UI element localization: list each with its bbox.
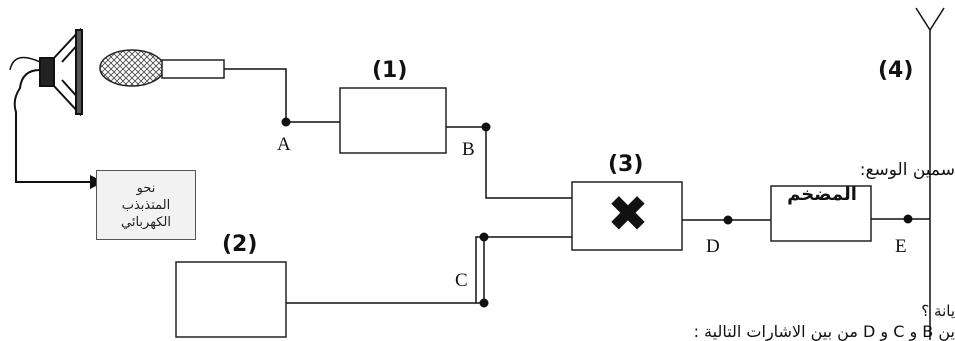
point-c-label: C (455, 270, 468, 291)
wire-b-to-mult (485, 127, 572, 199)
speaker-wire (13, 69, 90, 183)
amplifier-label: المضخم (787, 184, 857, 205)
mic-wire (224, 68, 287, 122)
point-a-label: A (277, 134, 291, 155)
block-3-label: (3) (608, 152, 644, 177)
amplifier-box (770, 185, 872, 242)
point-e-label: E (895, 236, 907, 257)
antenna-icon (915, 7, 945, 340)
block-1-label: (1) (372, 58, 408, 83)
text-fragment-3: ين B و C و D من بين الاشارات التالية : (693, 322, 955, 341)
block-4-label: (4) (878, 58, 914, 83)
oscillator-line-1: نحو (136, 180, 156, 196)
multiply-icon: ✖ (607, 185, 649, 243)
block-3-multiplier (571, 181, 683, 251)
text-fragment-2: يانة ؟ (921, 302, 955, 320)
block-2-label: (2) (222, 232, 258, 257)
block-1 (339, 87, 447, 154)
speaker-wire-top (9, 56, 41, 71)
block-2 (175, 261, 287, 338)
microphone-icon (99, 49, 225, 87)
point-d-label: D (706, 236, 720, 257)
oscillator-line-3: الكهربائي (121, 214, 171, 230)
point-b-label: B (462, 139, 475, 160)
speaker-icon (39, 27, 83, 117)
oscillator-line-2: المتذبذب (121, 197, 171, 213)
text-fragment-1: سمين الوسع: (859, 160, 955, 180)
oscillator-box: نحو المتذبذب الكهربائي (96, 170, 196, 240)
